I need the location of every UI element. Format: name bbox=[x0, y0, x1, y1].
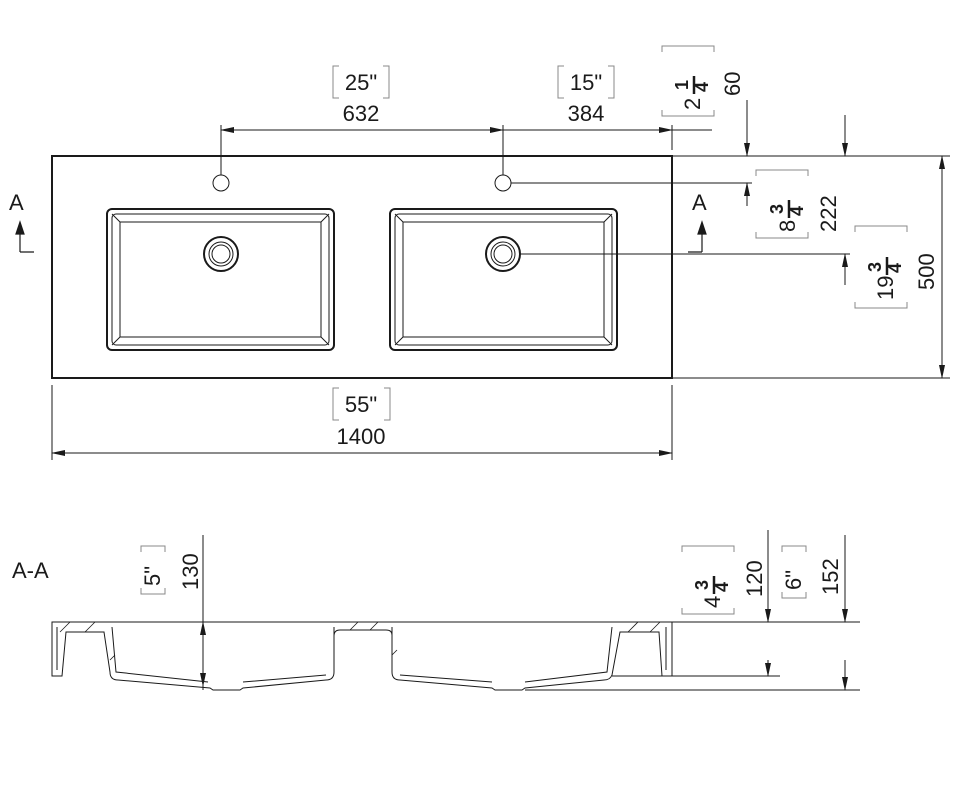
svg-text:19: 19 bbox=[873, 276, 898, 300]
left-drain bbox=[203, 236, 239, 272]
svg-text:2: 2 bbox=[680, 98, 705, 110]
dim-hole-offset: 2 1 4 1 60 bbox=[661, 45, 745, 117]
left-tap-hole bbox=[212, 174, 230, 192]
svg-text:4: 4 bbox=[712, 582, 732, 592]
dim-drain-offset: 8 3 4 222 bbox=[755, 169, 841, 239]
svg-text:55": 55" bbox=[345, 392, 377, 417]
right-drain bbox=[485, 236, 521, 272]
dim-hole-spacing: 25" 632 bbox=[332, 65, 390, 126]
top-view: A A 25" 632 15" 384 55" 1 bbox=[9, 45, 950, 460]
dim-bowl-depth: 5" 130 bbox=[140, 545, 203, 595]
svg-text:6": 6" bbox=[781, 570, 806, 590]
countertop-outline bbox=[51, 155, 673, 379]
right-tap-hole bbox=[494, 174, 512, 192]
section-marker-left: A bbox=[9, 190, 24, 215]
left-bowl bbox=[106, 208, 335, 351]
dim-hole-to-end: 15" 384 bbox=[557, 65, 615, 126]
svg-text:120: 120 bbox=[742, 560, 767, 597]
svg-text:500: 500 bbox=[914, 253, 939, 290]
svg-text:222: 222 bbox=[816, 195, 841, 232]
svg-text:384: 384 bbox=[568, 101, 605, 126]
svg-text:4: 4 bbox=[885, 263, 905, 273]
section-marker-right: A bbox=[692, 190, 707, 215]
svg-text:3: 3 bbox=[865, 262, 885, 272]
svg-text:3: 3 bbox=[767, 204, 787, 214]
section-view: A-A 5" 130 bbox=[12, 530, 860, 691]
section-title: A-A bbox=[12, 558, 49, 583]
svg-text:3: 3 bbox=[692, 580, 712, 590]
section-arrow-left bbox=[15, 220, 34, 253]
dim-inner-height: 4 3 4 120 bbox=[681, 545, 767, 615]
svg-text:5": 5" bbox=[140, 566, 165, 586]
section-profile-outer bbox=[51, 621, 673, 691]
right-bowl bbox=[389, 208, 618, 351]
dim-width: 55" 1400 bbox=[332, 387, 391, 449]
svg-text:130: 130 bbox=[178, 553, 203, 590]
svg-text:4: 4 bbox=[787, 206, 807, 216]
svg-text:60: 60 bbox=[720, 72, 745, 96]
dim-total-height: 6" 152 bbox=[781, 545, 843, 599]
svg-text:4: 4 bbox=[700, 596, 725, 608]
svg-text:25": 25" bbox=[345, 70, 377, 95]
svg-text:15": 15" bbox=[570, 70, 602, 95]
section-profile-inner bbox=[56, 626, 667, 683]
section-arrow-right bbox=[688, 220, 707, 253]
svg-text:632: 632 bbox=[343, 101, 380, 126]
section-hatching bbox=[59, 621, 661, 661]
svg-text:1400: 1400 bbox=[337, 424, 386, 449]
svg-text:1: 1 bbox=[672, 80, 692, 90]
svg-text:4: 4 bbox=[692, 82, 712, 92]
dim-depth: 19 3 4 500 bbox=[854, 225, 939, 309]
svg-text:8: 8 bbox=[775, 220, 800, 232]
svg-text:152: 152 bbox=[818, 558, 843, 595]
